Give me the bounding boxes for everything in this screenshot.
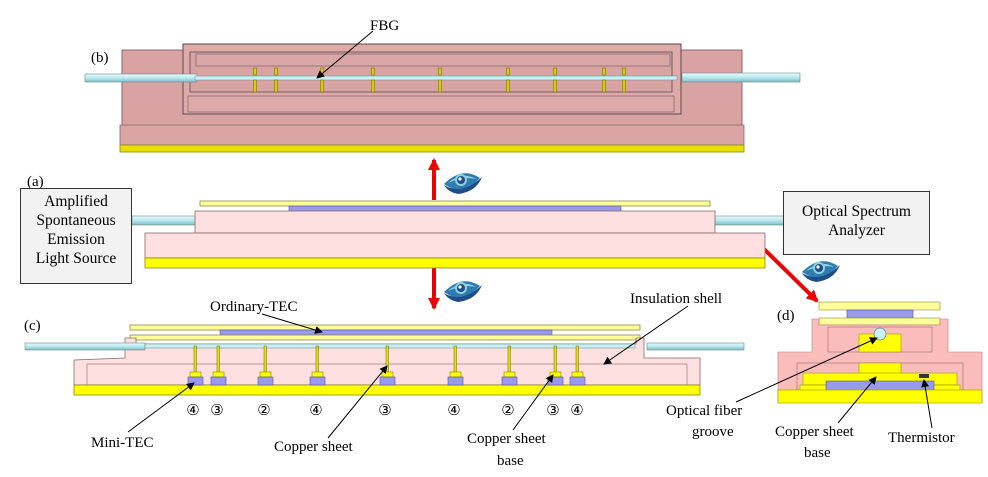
copper-sheet-label: Copper sheet: [274, 439, 354, 455]
optical-fiber-groove-label-line2: groove: [692, 424, 734, 440]
panel-a-side-view: [131, 200, 786, 269]
copper-sheet: [263, 345, 267, 374]
copper-sheet-base: [189, 371, 202, 378]
copper-pin-top: [506, 67, 510, 76]
mini-tec-zone-marker: ④: [447, 403, 460, 419]
mini-tec-zone-marker: ③: [378, 403, 391, 419]
copper-pin-top: [274, 79, 278, 93]
thermistor-pointer: [921, 379, 933, 429]
copper-sheet-base-c-label-line1: Copper sheet: [467, 431, 547, 447]
fbg-label: FBG: [370, 18, 399, 34]
mini-tec-zone-marker: ③: [546, 403, 559, 419]
copper-sheet-base-c-label-line2: base: [497, 453, 524, 469]
copper-pin-top: [622, 79, 626, 93]
mini-tec-label: Mini-TEC: [91, 435, 154, 451]
mini-tec-pointer: [127, 382, 195, 433]
light-source-line: Spontaneous: [36, 212, 116, 229]
light-source-line: Amplified: [44, 193, 108, 210]
copper-sheet: [193, 345, 197, 374]
mini-tec: [501, 376, 518, 386]
mini-tec-zone-marker: ②: [501, 403, 514, 419]
copper-sheet-base: [381, 371, 394, 378]
analyzer-line: Analyzer: [828, 222, 885, 239]
copper-sheet-pointer: [327, 365, 388, 439]
mini-tec-zone-marker: ④: [186, 403, 199, 419]
eye-icon: [444, 281, 482, 302]
eye-icon: [444, 173, 482, 194]
copper-sheet: [575, 345, 579, 374]
panel-label-c: (c): [24, 318, 41, 334]
copper-pin-top: [506, 79, 510, 93]
panel-label-a: (a): [27, 174, 44, 190]
light-source-line: Light Source: [35, 250, 117, 267]
copper-sheet-base-d-label-line2: base: [804, 445, 831, 461]
copper-pin-top: [320, 79, 324, 93]
copper-pin-top: [371, 67, 375, 76]
copper-sheet: [315, 345, 319, 374]
copper-pin-top: [253, 79, 257, 93]
mini-tec-zone-marker: ③: [210, 403, 223, 419]
light-source-box: Amplified Spontaneous Emission Light Sou…: [20, 188, 132, 284]
copper-sheet-base-c-pointer: [512, 374, 554, 431]
mini-tec: [257, 376, 274, 386]
copper-sheet: [216, 345, 220, 374]
copper-pin-top: [602, 79, 606, 93]
copper-sheet-base: [449, 371, 462, 378]
copper-sheet-base: [571, 371, 584, 378]
copper-sheet-base: [311, 371, 324, 378]
mini-tec: [309, 376, 326, 386]
copper-pin-top: [371, 79, 375, 93]
copper-pin-top: [553, 67, 557, 76]
panel-label-d: (d): [777, 308, 795, 324]
optical-fiber-groove-pointer: [735, 337, 878, 403]
copper-sheet: [453, 345, 457, 374]
fbg-pointer: [316, 30, 374, 79]
copper-pin-top: [274, 67, 278, 76]
mini-tec-zone-marker: ②: [257, 403, 270, 419]
ordinary-tec-pointer: [261, 313, 323, 334]
copper-pin-top: [438, 67, 442, 76]
copper-sheet-base-d-label-line1: Copper sheet: [775, 424, 855, 440]
panel-d-front-section: [777, 301, 983, 404]
copper-sheet-base: [503, 371, 516, 378]
copper-pin-top: [438, 79, 442, 93]
copper-pin-top: [602, 67, 606, 76]
copper-sheet-base-d-pointer: [837, 376, 877, 424]
copper-sheet: [385, 345, 389, 374]
mini-tec: [379, 376, 396, 386]
copper-sheet-base: [259, 371, 272, 378]
copper-pin-top: [553, 79, 557, 93]
mini-tec: [187, 376, 204, 386]
copper-sheet-base: [212, 371, 225, 378]
thermistor-label: Thermistor: [888, 430, 955, 446]
mini-tec-zone-marker: ④: [309, 403, 322, 419]
optical-fiber-groove-label-line1: Optical fiber: [666, 403, 742, 419]
copper-sheet: [553, 345, 557, 374]
mini-tec: [569, 376, 586, 386]
optical-spectrum-analyzer-box: Optical Spectrum Analyzer: [783, 191, 930, 255]
insulation-shell-label: Insulation shell: [630, 291, 722, 307]
mini-tec: [210, 376, 227, 386]
analyzer-line: Optical Spectrum: [802, 203, 911, 220]
copper-pin-top: [622, 67, 626, 76]
mini-tec: [447, 376, 464, 386]
panel-b-top-view: [84, 43, 801, 153]
eye-icon: [802, 261, 840, 282]
copper-sheet: [507, 345, 511, 374]
copper-pin-top: [253, 67, 257, 76]
insulation-shell-pointer: [603, 305, 689, 365]
view-arrow-side: [762, 247, 819, 303]
panel-label-b: (b): [91, 50, 109, 66]
mini-tec-zone-marker: ④: [570, 403, 583, 419]
panel-c-cross-section: [24, 324, 745, 396]
ordinary-tec-label: Ordinary-TEC: [210, 299, 297, 315]
light-source-line: Emission: [47, 231, 105, 248]
